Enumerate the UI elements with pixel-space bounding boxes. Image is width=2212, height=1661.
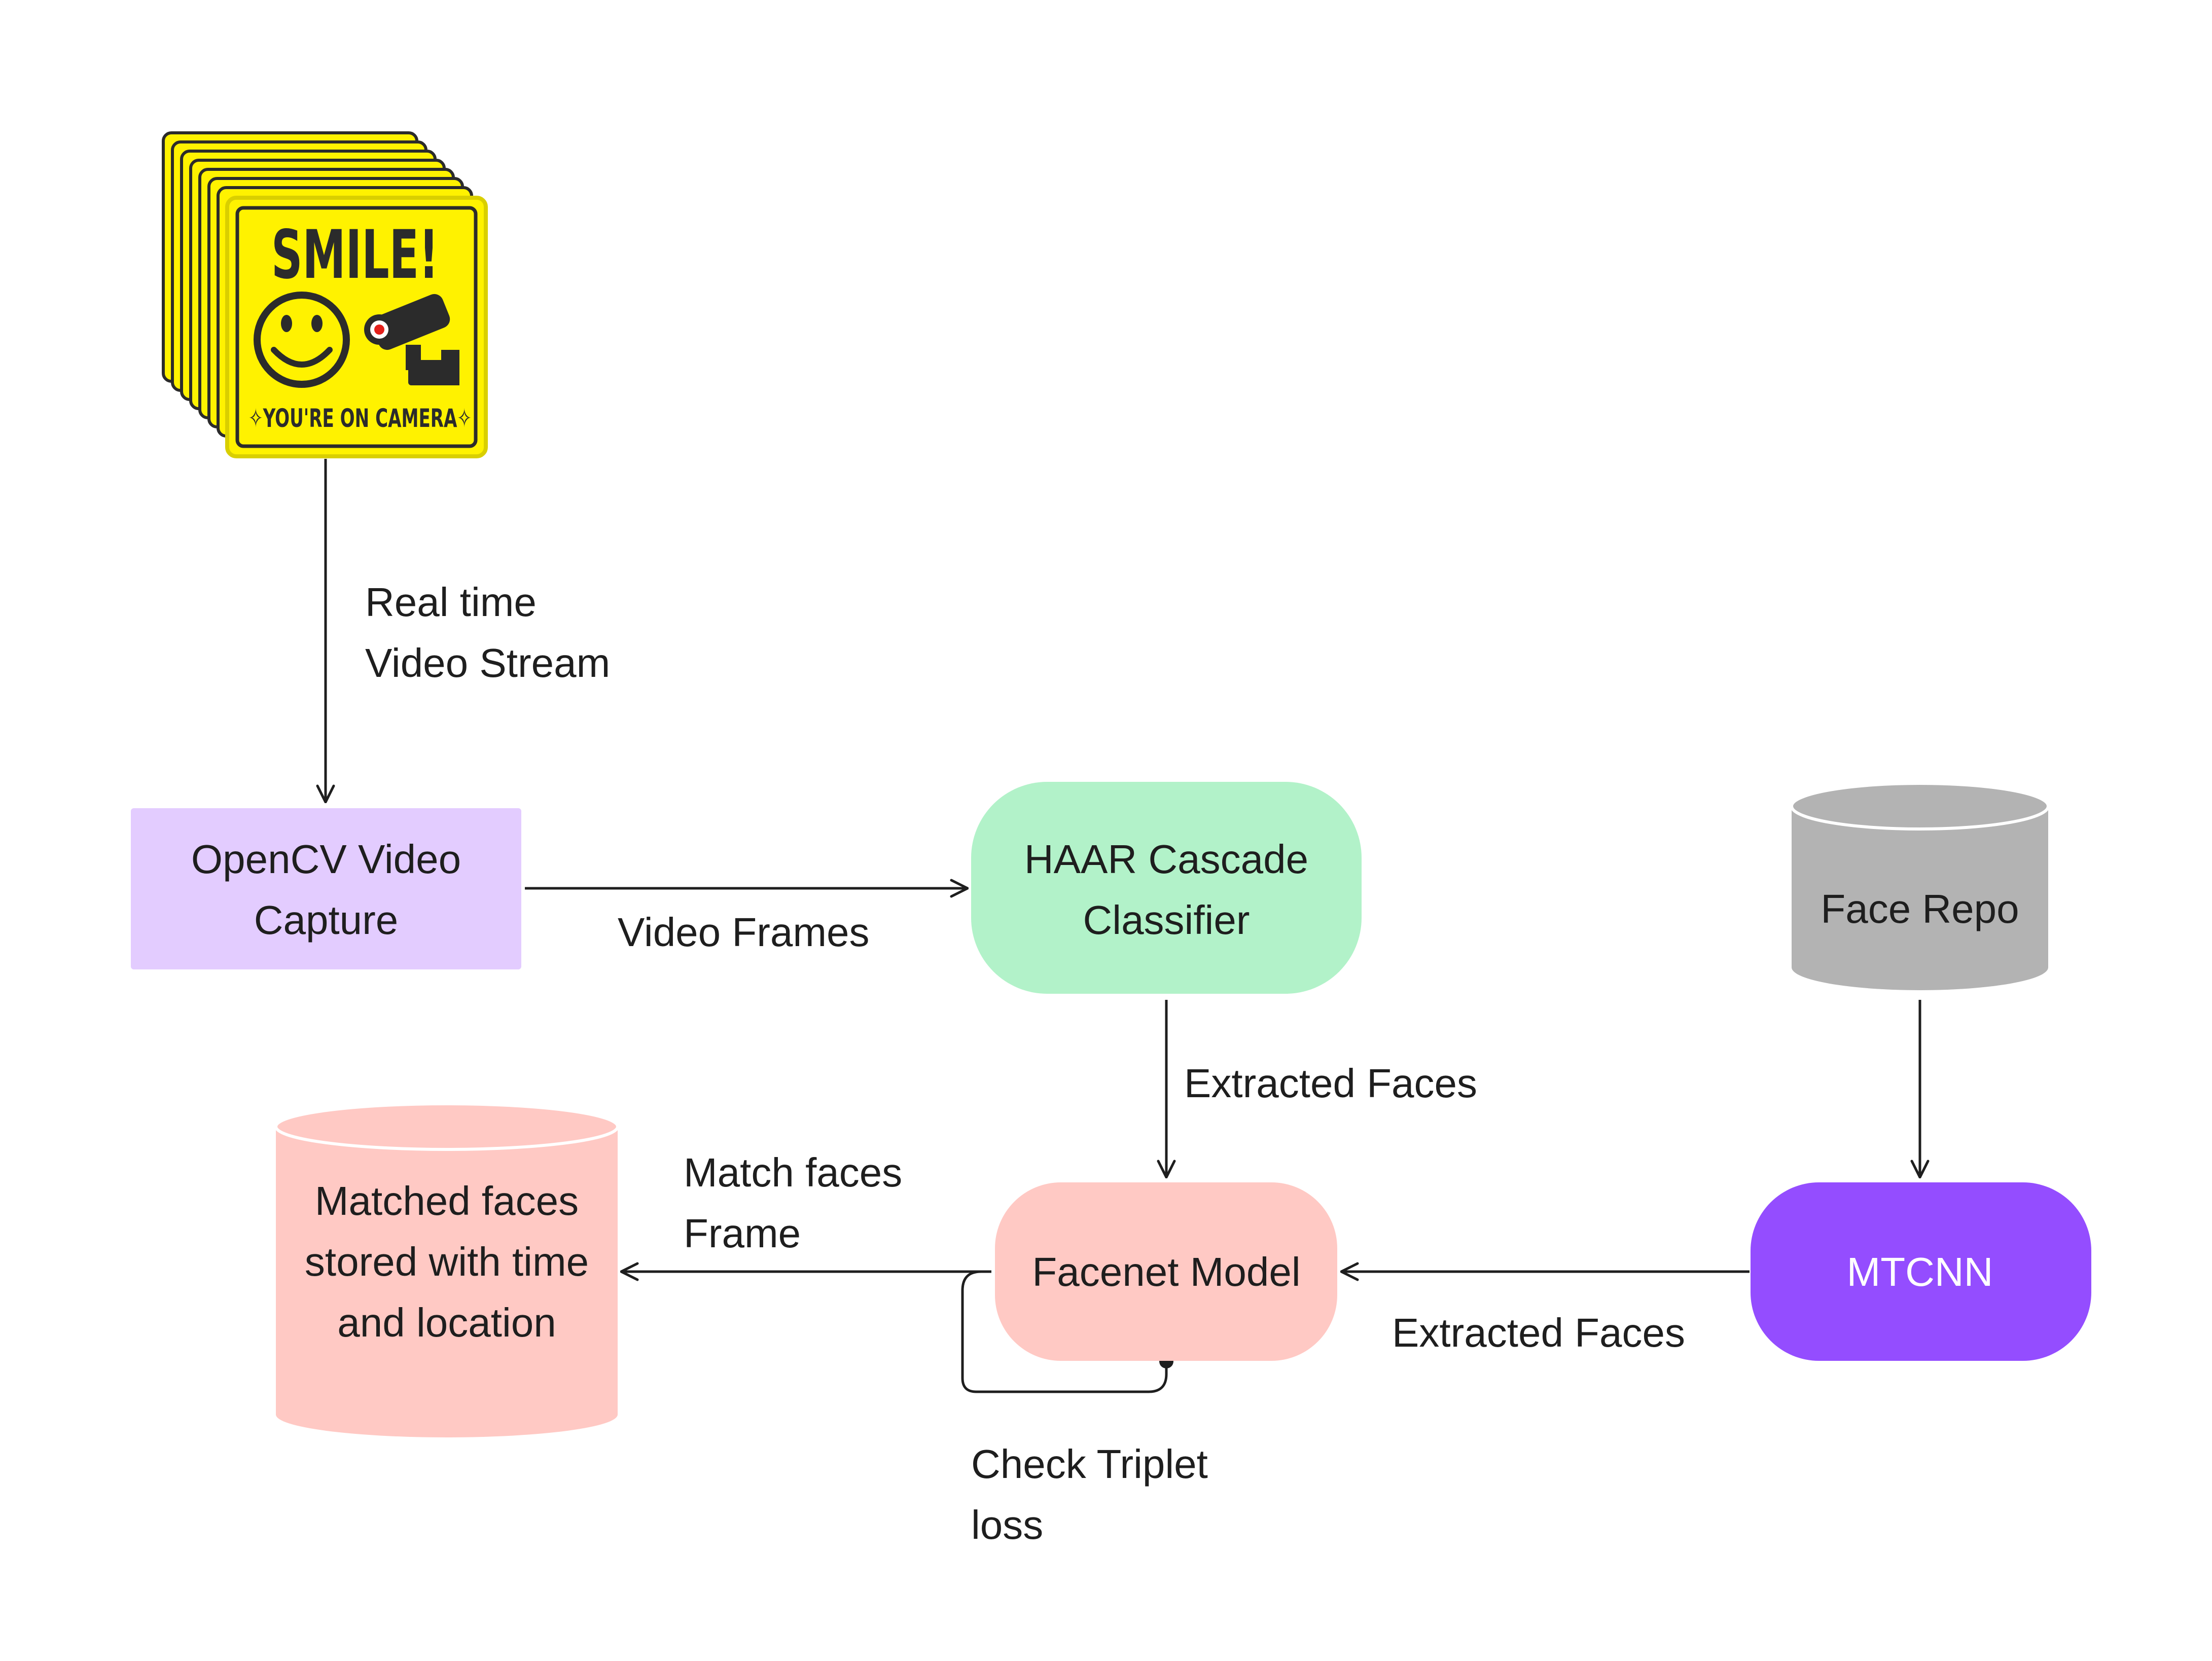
frames-label: Video Frames xyxy=(618,910,870,955)
matched-label-line2: stored with time xyxy=(305,1239,589,1284)
matched-faces-database: Matched faces stored with time and locat… xyxy=(274,1102,619,1437)
extracted-faces-mtcnn-label: Extracted Faces xyxy=(1392,1310,1685,1355)
stream-label-line1: Real time xyxy=(365,580,537,625)
opencv-label-line1: OpenCV Video xyxy=(191,837,461,882)
facenet-label: Facenet Model xyxy=(1032,1249,1300,1294)
sign-headline: SMILE! xyxy=(271,216,439,294)
sign-caption: ✧YOU'RE ON CAMERA✧ xyxy=(248,404,472,433)
camera-sign-image: SMILE! ✧YOU'RE ON CAMERA✧ xyxy=(162,131,488,458)
face-repo-label: Face Repo xyxy=(1821,886,2019,931)
haar-label-line1: HAAR Cascade xyxy=(1024,837,1308,882)
opencv-label-line2: Capture xyxy=(254,897,399,943)
matched-label-line3: and location xyxy=(337,1300,556,1345)
sign-front xyxy=(225,196,488,458)
security-camera-icon xyxy=(364,294,459,385)
extracted-faces-haar-label: Extracted Faces xyxy=(1184,1061,1477,1106)
match-faces-label-line2: Frame xyxy=(684,1211,801,1256)
smiley-face-icon xyxy=(254,292,350,388)
matched-label-line1: Matched faces xyxy=(315,1178,579,1223)
face-repo-database: Face Repo xyxy=(1790,782,2050,990)
opencv-video-capture-node: OpenCV Video Capture xyxy=(131,808,521,969)
triplet-loss-label-line1: Check Triplet xyxy=(971,1441,1208,1487)
haar-label-line2: Classifier xyxy=(1083,897,1250,943)
mtcnn-label: MTCNN xyxy=(1847,1249,1993,1294)
triplet-loss-loop xyxy=(961,1270,1168,1393)
match-faces-label-line1: Match faces xyxy=(684,1150,902,1195)
mtcnn-node: MTCNN xyxy=(1751,1182,2091,1361)
haar-cascade-node: HAAR Cascade Classifier xyxy=(971,782,1362,994)
triplet-loss-label-line2: loss xyxy=(971,1502,1043,1547)
facenet-model-node: Facenet Model xyxy=(995,1182,1337,1361)
stream-label-line2: Video Stream xyxy=(365,640,610,685)
